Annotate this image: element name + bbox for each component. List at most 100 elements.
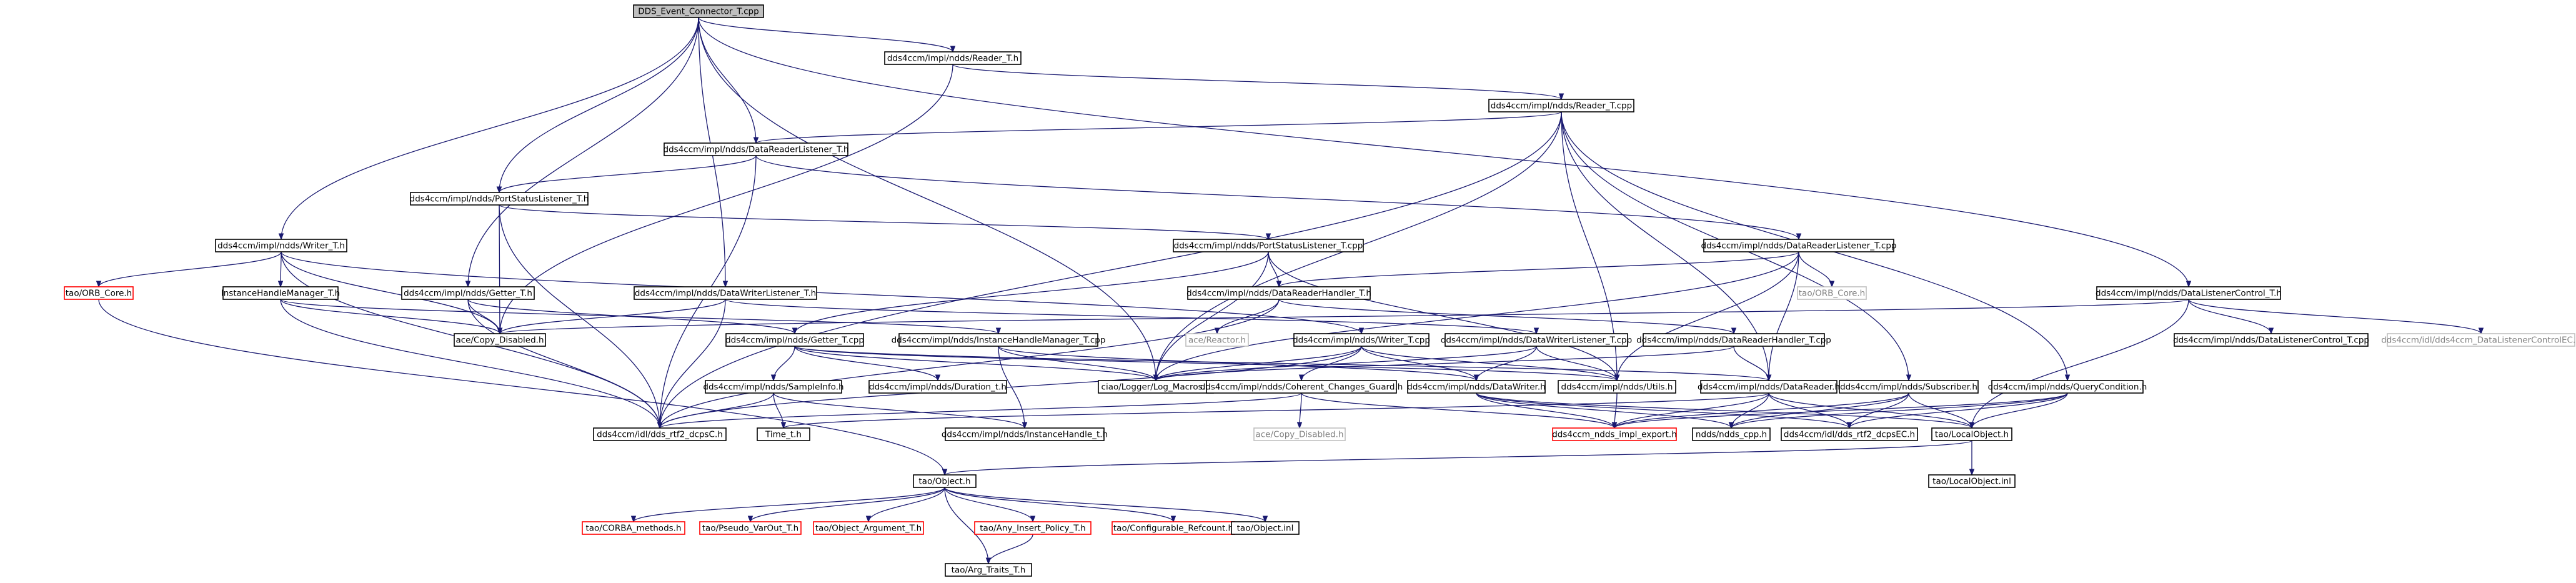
edge-dlc_h-to-dlc_cpp: [2188, 299, 2274, 335]
node-box: [1185, 333, 1249, 347]
node-root[interactable]: DDS_Event_Connector_T.cpp: [633, 4, 764, 18]
node-box: [2174, 333, 2369, 347]
node-object-h[interactable]: tao/Object.h: [913, 474, 977, 488]
node-label: tao/LocalObject.inl: [1932, 477, 2011, 487]
node-time-t-h[interactable]: Time_t.h: [757, 427, 810, 441]
node-writer-cpp[interactable]: dds4ccm/impl/ndds/Writer_T.cpp: [1293, 333, 1430, 347]
node-dlc-h[interactable]: dds4ccm/impl/ndds/DataListenerControl_T.…: [2096, 286, 2282, 300]
edge-line: [499, 204, 1269, 240]
node-configurable-ref[interactable]: tao/Configurable_Refcount.h: [1111, 521, 1235, 535]
node-drh-h[interactable]: dds4ccm/impl/ndds/DataReaderHandler_T.h: [1186, 286, 1371, 300]
node-box: [1558, 380, 1676, 394]
node-arg-traits[interactable]: tao/Arg_Traits_T.h: [945, 563, 1032, 577]
node-dwl-h[interactable]: dds4ccm/impl/ndds/DataWriterListener_T.h: [634, 286, 817, 300]
edge-line: [998, 346, 1156, 381]
node-corba-methods[interactable]: tao/CORBA_methods.h: [582, 521, 685, 535]
edge-line: [499, 17, 699, 193]
node-box: [1692, 427, 1771, 441]
edge-arrowhead: [722, 281, 729, 288]
node-ndds-impl-export[interactable]: dds4ccm_ndds_impl_export.h: [1552, 427, 1677, 441]
node-object-arg[interactable]: tao/Object_Argument_T.h: [813, 521, 924, 535]
node-rtf2-dcps-ec[interactable]: dds4ccm/idl/dds_rtf2_dcpsEC.h: [1781, 427, 1918, 441]
node-reader-h[interactable]: dds4ccm/impl/ndds/Reader_T.h: [884, 51, 1022, 65]
edge-arrowhead: [1265, 233, 1271, 241]
edge-line: [773, 392, 1025, 429]
edge-drh_h-to-drh_cpp: [1278, 299, 1737, 335]
edge-line: [1614, 392, 1909, 429]
edge-reader_cpp-to-drl_h: [753, 111, 1562, 144]
edge-coherent_h-to-copy_disabled_gray: [1296, 392, 1303, 429]
node-dwl-cpp[interactable]: dds4ccm/impl/ndds/DataWriterListener_T.c…: [1441, 333, 1632, 347]
node-writer-h[interactable]: dds4ccm/impl/ndds/Writer_T.h: [215, 239, 347, 252]
node-getter-cpp[interactable]: dds4ccm/impl/ndds/Getter_T.cpp: [725, 333, 864, 347]
edge-arrowhead: [1731, 327, 1737, 335]
node-dlc-cpp[interactable]: dds4ccm/impl/ndds/DataListenerControl_T.…: [2173, 333, 2369, 347]
node-any-insert[interactable]: tao/Any_Insert_Policy_T.h: [974, 521, 1092, 535]
edge-getter_h-to-rtf2_dcps_c: [467, 299, 663, 429]
node-getter-h[interactable]: dds4ccm/impl/ndds/Getter_T.h: [401, 286, 535, 300]
node-orb-core-red[interactable]: tao/ORB_Core.h: [64, 286, 134, 300]
node-ihm-h[interactable]: InstanceHandleManager_T.h: [221, 286, 340, 300]
node-localobject-inl[interactable]: tao/LocalObject.inl: [1928, 474, 2016, 488]
edge-line: [944, 440, 1972, 476]
node-object-inl[interactable]: tao/Object.inl: [1231, 521, 1300, 535]
node-drh-cpp[interactable]: dds4ccm/impl/ndds/DataReaderHandler_T.cp…: [1636, 333, 1831, 347]
node-label: InstanceHandleManager_T.h: [221, 289, 340, 299]
node-reader-cpp[interactable]: dds4ccm/impl/ndds/Reader_T.cpp: [1488, 99, 1634, 112]
node-utils-h[interactable]: dds4ccm/impl/ndds/Utils.h: [1558, 380, 1676, 394]
node-drl-cpp[interactable]: dds4ccm/impl/ndds/DataReaderListener_T.c…: [1701, 239, 1897, 252]
edge-line: [1731, 392, 2068, 429]
edge-line: [998, 346, 1477, 381]
node-label: tao/LocalObject.h: [1935, 430, 2009, 440]
edge-line: [2188, 299, 2482, 334]
edge-datareader_h-to-time_t_h: [780, 392, 1769, 429]
node-querycond-h[interactable]: dds4ccm/impl/ndds/QueryCondition.h: [1988, 380, 2147, 394]
node-psl-h[interactable]: dds4ccm/impl/ndds/PortStatusListener_T.h: [410, 192, 589, 206]
node-coherent-h[interactable]: dds4ccm/impl/ndds/Coherent_Changes_Guard…: [1200, 380, 1403, 394]
edge-any_insert-to-arg_traits: [985, 534, 1033, 565]
edge-line: [467, 17, 699, 287]
node-instancehandle-h[interactable]: dds4ccm/impl/ndds/InstanceHandle_t.h: [942, 427, 1108, 441]
node-ndds-cpp-h[interactable]: ndds/ndds_cpp.h: [1692, 427, 1771, 441]
node-box: [868, 380, 1007, 394]
edge-sampleinfo_h-to-instancehandle_h: [773, 392, 1028, 429]
node-ihm-cpp[interactable]: dds4ccm/impl/ndds/InstanceHandleManager_…: [892, 333, 1106, 347]
edge-getter_cpp-to-sampleinfo_h: [770, 346, 795, 382]
node-box: [974, 521, 1092, 535]
edge-arrowhead: [995, 327, 1002, 335]
edge-arrowhead: [277, 281, 284, 288]
edge-line: [944, 487, 989, 564]
node-label: dds4ccm/idl/dds_rtf2_dcpsC.h: [597, 430, 723, 440]
edge-ihm_cpp-to-datawriter_h: [998, 346, 1479, 382]
node-localobject-h[interactable]: tao/LocalObject.h: [1931, 427, 2012, 441]
node-box: [222, 286, 339, 300]
edge-line: [659, 299, 726, 429]
edge-sampleinfo_h-to-rtf2_dcps_c: [657, 392, 774, 429]
edge-line: [750, 487, 945, 522]
node-duration-h[interactable]: dds4ccm/impl/ndds/Duration_t.h: [868, 380, 1007, 394]
edge-arrowhead: [985, 557, 992, 565]
node-rtf2-dcps-c[interactable]: dds4ccm/idl/dds_rtf2_dcpsC.h: [593, 427, 727, 441]
edge-line: [1908, 392, 1972, 429]
node-box: [1187, 286, 1371, 300]
node-drl-h[interactable]: dds4ccm/impl/ndds/DataReaderListener_T.h: [664, 142, 849, 156]
node-copy-disabled-h[interactable]: ace/Copy_Disabled.h: [454, 333, 546, 347]
edge-arrowhead: [657, 422, 663, 429]
node-subscriber-h[interactable]: dds4ccm/impl/ndds/Subscriber.h: [1839, 380, 1979, 394]
node-datareader-h[interactable]: dds4ccm/impl/ndds/DataReader.h: [1698, 380, 1840, 394]
edge-line: [1536, 346, 1618, 381]
edge-line: [1361, 346, 1618, 381]
node-box: [699, 521, 802, 535]
edge-arrowhead: [1969, 469, 1975, 476]
node-box: [633, 4, 764, 18]
edge-line: [1476, 392, 1732, 429]
edge-line: [1476, 392, 1850, 429]
node-log-macros[interactable]: ciao/Logger/Log_Macros.h: [1098, 380, 1214, 394]
node-label: tao/CORBA_methods.h: [585, 524, 681, 534]
node-sampleinfo-h[interactable]: dds4ccm/impl/ndds/SampleInfo.h: [703, 380, 844, 394]
node-box: [945, 427, 1105, 441]
node-datawriter-h[interactable]: dds4ccm/impl/ndds/DataWriter.h: [1407, 380, 1546, 394]
node-psl-cpp[interactable]: dds4ccm/impl/ndds/PortStatusListener_T.c…: [1173, 239, 1364, 252]
node-pseudo-varout[interactable]: tao/Pseudo_VarOut_T.h: [699, 521, 802, 535]
